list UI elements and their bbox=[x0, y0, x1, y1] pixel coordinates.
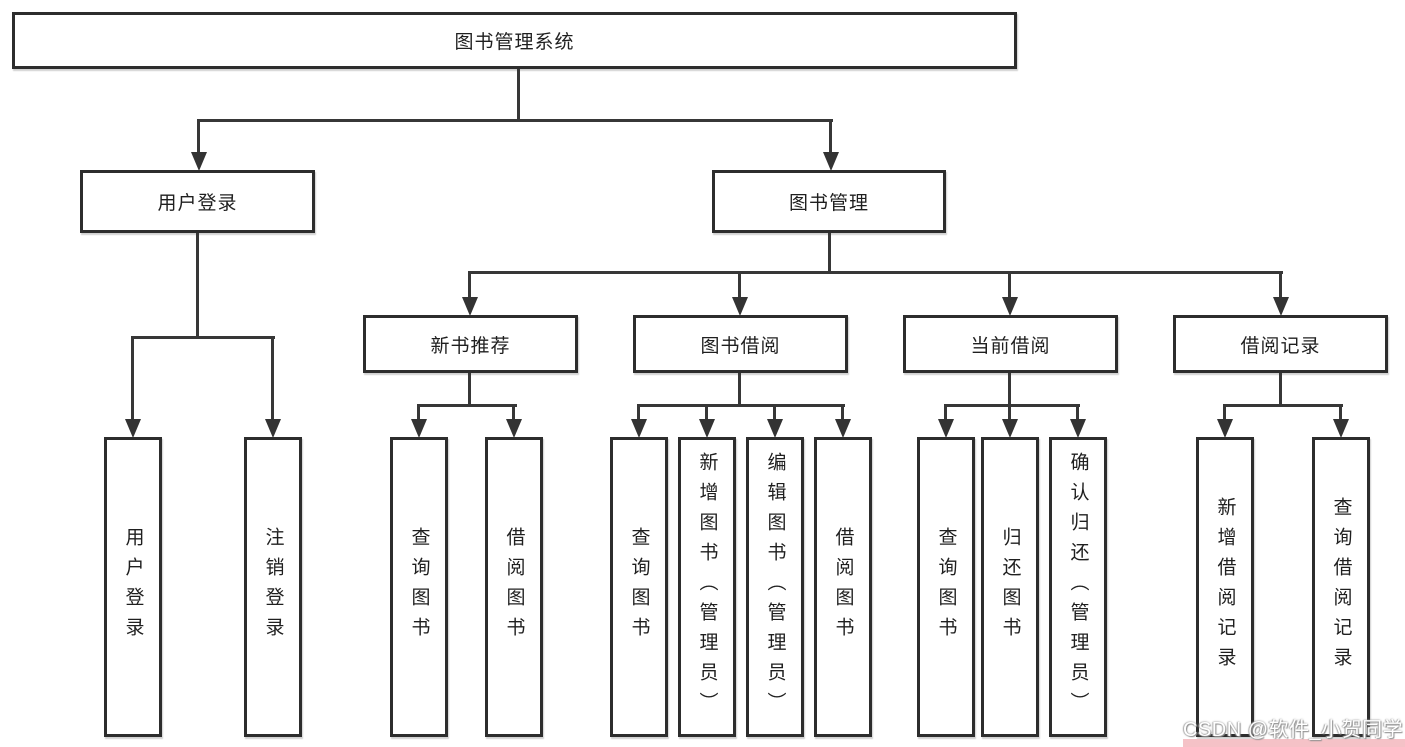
leaf-label: 查询图书 bbox=[935, 527, 957, 647]
node-new-book-recommend: 新书推荐 bbox=[363, 315, 578, 373]
node-label: 图书管理 bbox=[788, 193, 869, 214]
leaf-label: 新增图书（管理员） bbox=[696, 452, 718, 722]
leaf-label: 归还图书 bbox=[999, 527, 1021, 647]
leaf-add-borrow-record: 新增借阅记录 bbox=[1196, 437, 1254, 737]
leaf-label: 确认归还（管理员） bbox=[1067, 452, 1089, 722]
connector-drop-borrow-records bbox=[1279, 271, 1282, 297]
leaf-borrow-books: 借阅图书 bbox=[814, 437, 872, 737]
connector-book-management-branch bbox=[468, 271, 1283, 274]
watermark-background-strip bbox=[1183, 739, 1405, 747]
arrowhead-leaf bbox=[699, 419, 715, 438]
leaf-label: 新增借阅记录 bbox=[1214, 497, 1236, 677]
connector-drop-leaf bbox=[1008, 404, 1011, 419]
connector-drop-leaf bbox=[1223, 404, 1226, 419]
leaf-confirm-return-admin: 确认归还（管理员） bbox=[1049, 437, 1107, 737]
leaf-edit-book-admin: 编辑图书（管理员） bbox=[746, 437, 804, 737]
arrowhead-leaf bbox=[411, 419, 427, 438]
node-current-borrow: 当前借阅 bbox=[903, 315, 1118, 373]
arrowhead-leaf-user-login bbox=[125, 419, 141, 438]
leaf-label: 用户登录 bbox=[122, 527, 144, 647]
leaf-query-books: 查询图书 bbox=[917, 437, 975, 737]
node-user-login: 用户登录 bbox=[80, 170, 315, 233]
connector-drop-user-login bbox=[197, 119, 200, 153]
arrowhead-leaf bbox=[767, 419, 783, 438]
leaf-label: 查询图书 bbox=[408, 527, 430, 647]
leaf-query-books: 查询图书 bbox=[390, 437, 448, 737]
arrowhead-leaf bbox=[1070, 419, 1086, 438]
connector-drop-leaf bbox=[512, 404, 515, 419]
node-label: 借阅记录 bbox=[1240, 335, 1321, 357]
arrowhead-borrow-records bbox=[1273, 297, 1289, 316]
connector-user-login-stem bbox=[196, 233, 199, 339]
leaf-return-books: 归还图书 bbox=[981, 437, 1039, 737]
arrowhead-new-book bbox=[462, 297, 478, 316]
leaf-borrow-books: 借阅图书 bbox=[485, 437, 543, 737]
node-label: 当前借阅 bbox=[970, 335, 1051, 357]
connector-drop-leaf-user-login bbox=[131, 336, 134, 419]
connector-drop-new-book bbox=[468, 271, 471, 297]
arrowhead-book-borrow bbox=[732, 297, 748, 316]
watermark-text: CSDN @软件_小贺同学 bbox=[1183, 719, 1404, 741]
connector-book-management-stem bbox=[828, 233, 831, 274]
leaf-label: 借阅图书 bbox=[832, 527, 854, 647]
connector-drop-leaf bbox=[1339, 404, 1342, 419]
leaf-user-login: 用户登录 bbox=[104, 437, 162, 737]
connector-new-book-branch bbox=[418, 404, 517, 407]
connector-current-borrow-stem bbox=[1008, 373, 1011, 407]
leaf-label: 查询图书 bbox=[628, 527, 650, 647]
connector-root-branch bbox=[197, 119, 833, 122]
connector-book-borrow-stem bbox=[738, 373, 741, 407]
connector-user-login-branch bbox=[131, 336, 275, 339]
connector-drop-leaf bbox=[944, 404, 947, 419]
connector-drop-leaf bbox=[637, 404, 640, 419]
leaf-label: 注销登录 bbox=[262, 527, 284, 647]
arrowhead-user-login bbox=[191, 152, 207, 171]
connector-drop-leaf bbox=[773, 404, 776, 419]
node-label: 图书借阅 bbox=[700, 335, 781, 357]
leaf-label: 借阅图书 bbox=[503, 527, 525, 647]
node-book-management: 图书管理 bbox=[712, 170, 946, 233]
leaf-query-borrow-record: 查询借阅记录 bbox=[1312, 437, 1370, 737]
arrowhead-leaf bbox=[938, 419, 954, 438]
leaf-label: 查询借阅记录 bbox=[1330, 497, 1352, 677]
connector-drop-leaf-logout bbox=[271, 336, 274, 419]
arrowhead-leaf bbox=[835, 419, 851, 438]
arrowhead-leaf-logout bbox=[265, 419, 281, 438]
node-label: 用户登录 bbox=[157, 193, 238, 214]
connector-book-borrow-branch bbox=[637, 404, 845, 407]
connector-drop-book-management bbox=[829, 119, 832, 153]
connector-drop-book-borrow bbox=[738, 271, 741, 297]
connector-drop-current-borrow bbox=[1008, 271, 1011, 297]
arrowhead-leaf bbox=[1333, 419, 1349, 438]
node-book-borrow: 图书借阅 bbox=[633, 315, 848, 373]
leaf-label: 编辑图书（管理员） bbox=[764, 452, 786, 722]
arrowhead-leaf bbox=[506, 419, 522, 438]
arrowhead-current-borrow bbox=[1002, 297, 1018, 316]
arrowhead-leaf bbox=[1002, 419, 1018, 438]
node-label: 图书管理系统 bbox=[454, 32, 575, 53]
leaf-logout: 注销登录 bbox=[244, 437, 302, 737]
node-borrow-records: 借阅记录 bbox=[1173, 315, 1388, 373]
connector-drop-leaf bbox=[417, 404, 420, 419]
connector-drop-leaf bbox=[705, 404, 708, 419]
connector-drop-leaf bbox=[841, 404, 844, 419]
arrowhead-leaf bbox=[631, 419, 647, 438]
arrowhead-leaf bbox=[1217, 419, 1233, 438]
connector-root-stem bbox=[517, 69, 520, 121]
arrowhead-book-management bbox=[823, 152, 839, 171]
leaf-query-books: 查询图书 bbox=[610, 437, 668, 737]
connector-drop-leaf bbox=[1076, 404, 1079, 419]
leaf-add-book-admin: 新增图书（管理员） bbox=[678, 437, 736, 737]
connector-borrow-records-stem bbox=[1279, 373, 1282, 407]
node-library-management-system: 图书管理系统 bbox=[12, 12, 1017, 69]
connector-current-borrow-branch bbox=[944, 404, 1080, 407]
connector-new-book-stem bbox=[468, 373, 471, 407]
node-label: 新书推荐 bbox=[430, 335, 511, 357]
connector-borrow-records-branch bbox=[1223, 404, 1343, 407]
